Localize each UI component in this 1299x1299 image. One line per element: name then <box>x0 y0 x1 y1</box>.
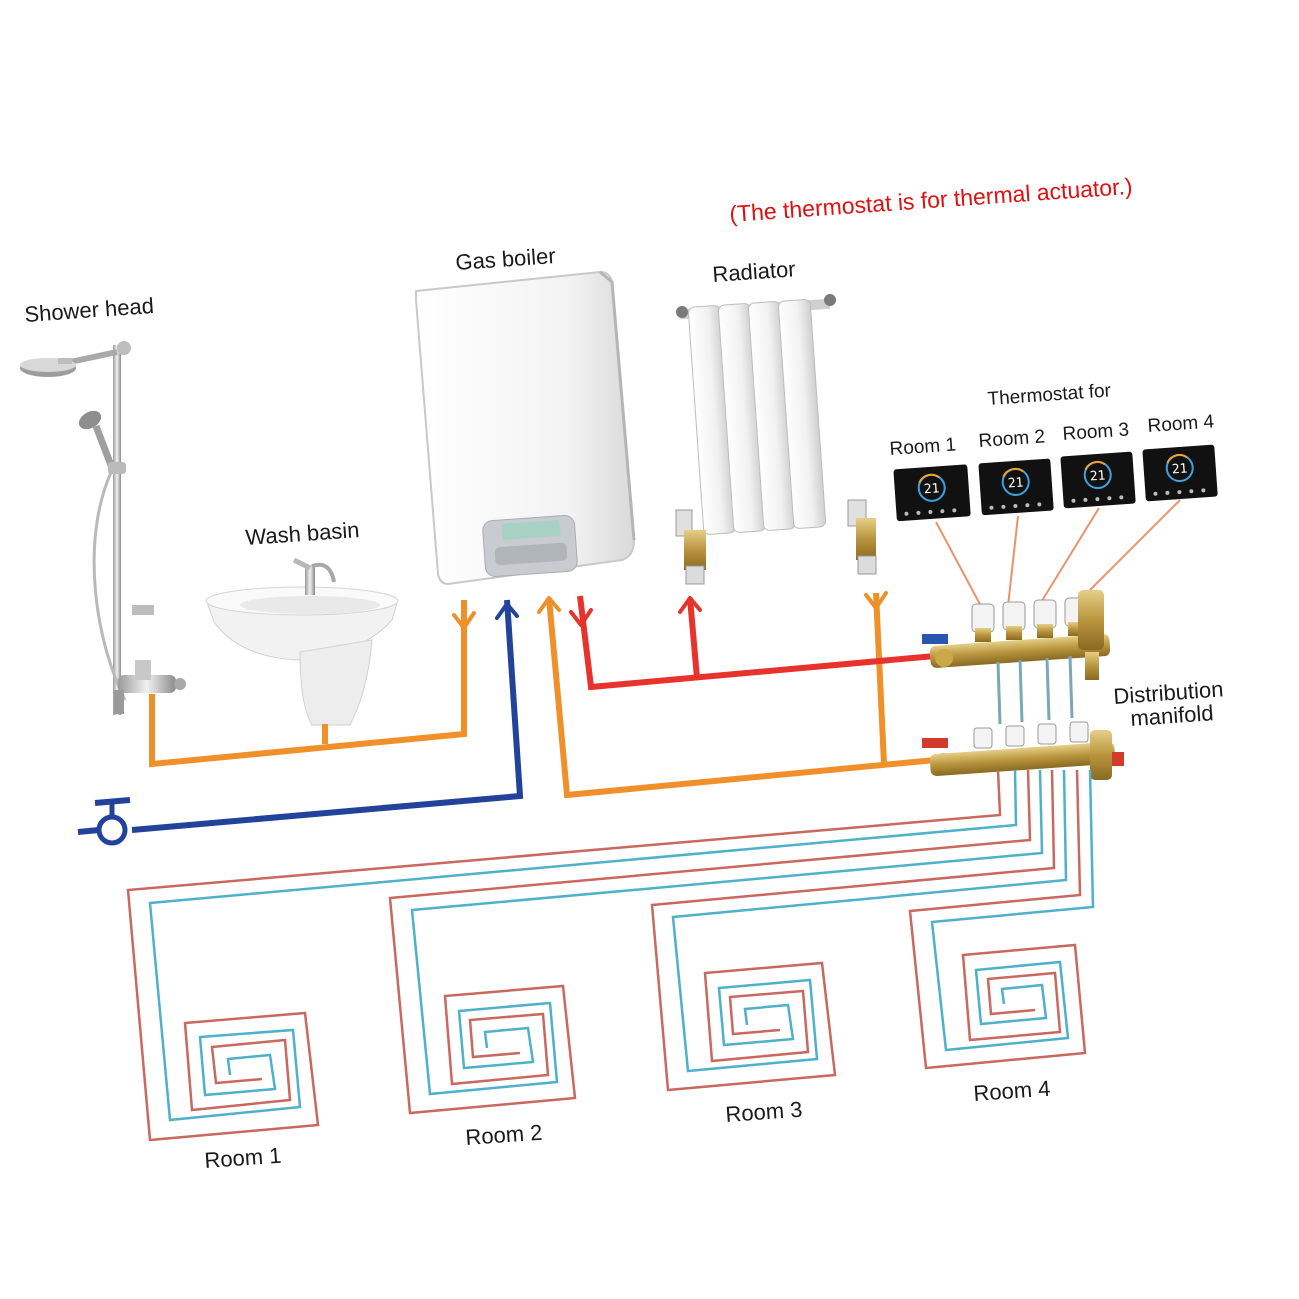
radiator-icon <box>675 294 877 585</box>
thermostat-display: 21 <box>923 481 940 497</box>
arrow-down-icon <box>452 611 476 630</box>
thermostat-room-1-label: Room 1 <box>889 434 957 460</box>
thermostat-wires <box>935 499 1181 609</box>
thermostat-display: 21 <box>1171 461 1188 477</box>
room-3-label: Room 3 <box>725 1097 804 1127</box>
thermostat-room-4-label: Room 4 <box>1147 411 1215 437</box>
gas-boiler-icon <box>415 270 636 586</box>
thermostat-room-1: 21 <box>893 464 971 522</box>
wash-basin-label: Wash basin <box>245 517 361 550</box>
thermostat-group: Room 1 Room 2 Room 3 Room 4 21 21 21 <box>889 411 1218 609</box>
thermostat-display: 21 <box>1007 475 1024 491</box>
arrow-up-icon <box>678 596 702 614</box>
floor-loop-room-4 <box>908 769 1095 1070</box>
radiator-valve-left <box>675 509 706 585</box>
room-4-label: Room 4 <box>973 1076 1052 1106</box>
floor-loop-room-1 <box>126 769 1018 1142</box>
boiler-control-panel <box>482 515 578 577</box>
arrow-up-icon <box>495 602 519 620</box>
wash-basin-icon <box>205 557 399 726</box>
shower-head-icon <box>20 358 76 377</box>
gas-boiler-label: Gas boiler <box>455 243 557 275</box>
thermostat-note: (The thermostat is for thermal actuator.… <box>729 173 1134 227</box>
thermostat-room-2: 21 <box>978 458 1054 516</box>
domestic-pipes <box>131 592 936 833</box>
shower-mixer-icon <box>114 660 186 714</box>
room-2-label: Room 2 <box>465 1120 544 1150</box>
floor-loop-room-3 <box>650 769 1068 1092</box>
arrow-down-icon <box>864 591 888 610</box>
thermostat-room-3: 21 <box>1060 451 1136 509</box>
flow-arrows <box>452 591 888 630</box>
thermostat-room-3-label: Room 3 <box>1062 419 1130 445</box>
distribution-manifold-icon <box>922 590 1124 780</box>
stop-valve-icon <box>77 797 131 846</box>
radiator-label: Radiator <box>712 256 797 287</box>
underfloor-loops <box>126 769 1095 1142</box>
arrow-down-icon <box>569 608 593 627</box>
thermostat-room-4: 21 <box>1142 444 1218 502</box>
room-1-label: Room 1 <box>204 1143 283 1173</box>
floor-loop-room-2 <box>388 769 1044 1115</box>
manifold-label: manifold <box>1130 700 1215 731</box>
radiator-valve-right <box>847 499 877 575</box>
thermostat-room-2-label: Room 2 <box>978 426 1046 452</box>
thermostat-display: 21 <box>1089 468 1106 484</box>
shower-head-label: Shower head <box>24 293 155 327</box>
arrow-up-icon <box>537 596 561 614</box>
thermostat-for-label: Thermostat for <box>987 380 1112 410</box>
shower-assembly <box>20 341 186 715</box>
